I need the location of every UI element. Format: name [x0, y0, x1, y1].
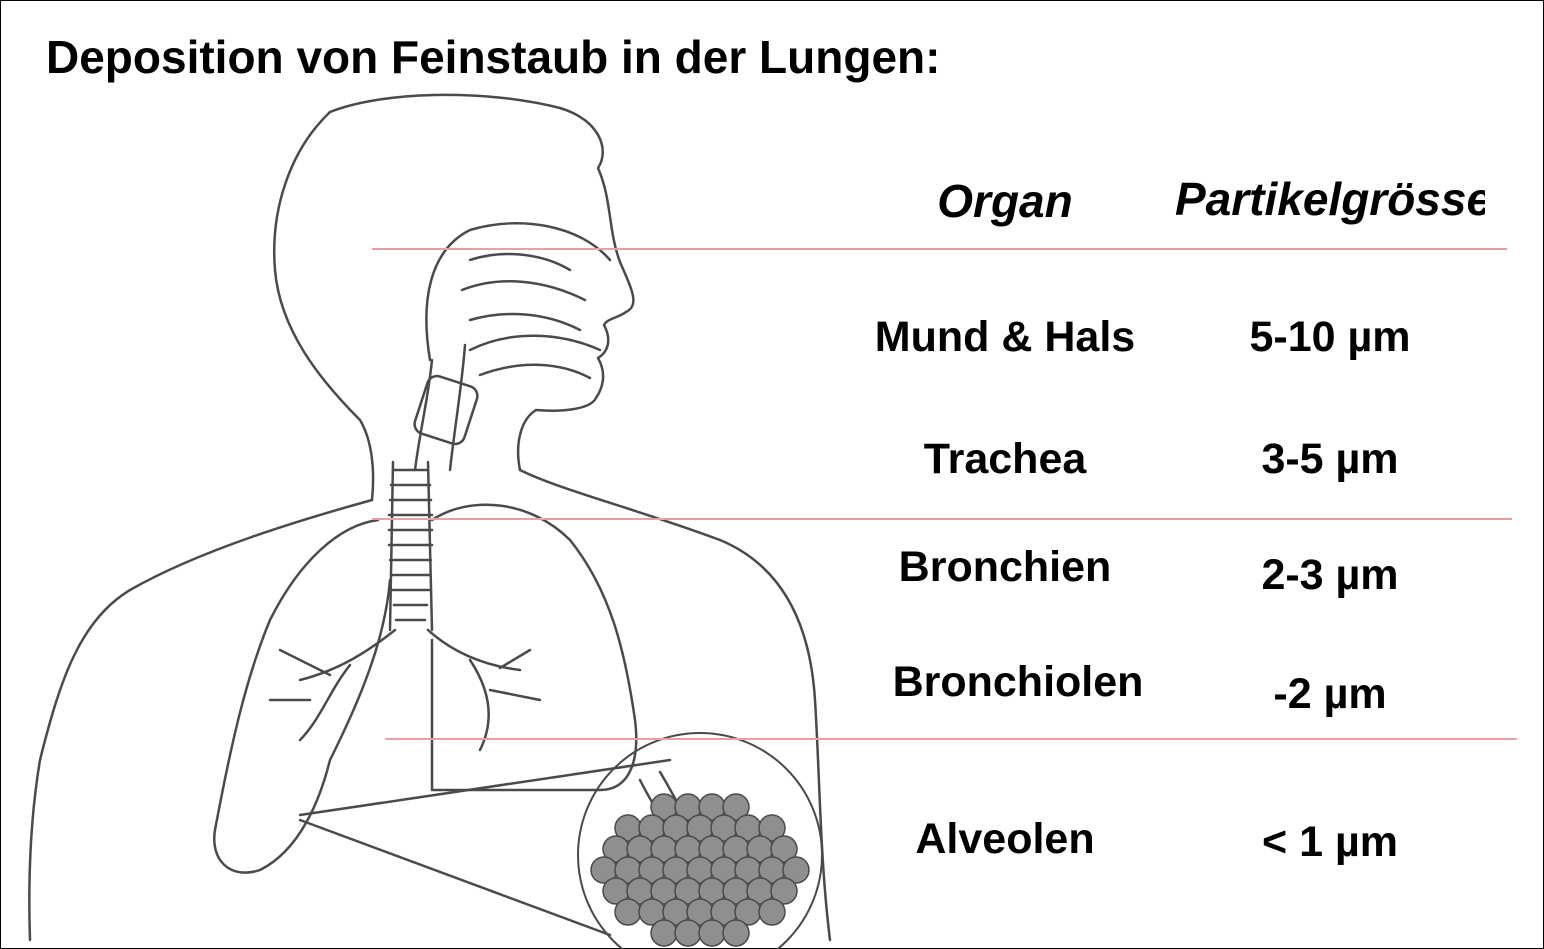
nasal-cavity	[426, 223, 610, 360]
oral-cavity	[470, 336, 600, 378]
alveolus	[615, 899, 641, 925]
trachea-rings	[389, 462, 432, 630]
size-alveolen: < 1 µm	[1175, 815, 1485, 871]
size-trachea: 3-5 µm	[1175, 432, 1485, 488]
divider-bottom	[385, 738, 1517, 740]
head-outline	[330, 95, 633, 470]
header-organ: Organ	[860, 172, 1150, 232]
zoom-line-bottom	[300, 820, 610, 935]
pharynx	[415, 345, 465, 470]
organ-trachea: Trachea	[860, 432, 1150, 488]
left-bronchus	[428, 630, 540, 750]
organ-bronchiolen: Bronchiolen	[868, 655, 1168, 711]
organ-mund-hals: Mund & Hals	[860, 310, 1150, 366]
alveoli-cluster	[591, 794, 809, 946]
back-of-head	[274, 112, 373, 500]
larynx	[412, 373, 480, 446]
size-bronchien: 2-3 µm	[1175, 548, 1485, 604]
organ-alveolen: Alveolen	[860, 812, 1150, 868]
divider-top	[372, 248, 1507, 250]
divider-middle	[372, 518, 1512, 520]
right-shoulder	[29, 500, 372, 940]
size-mund-hals: 5-10 µm	[1175, 310, 1485, 366]
alveolus	[759, 899, 785, 925]
size-bronchiolen: -2 µm	[1175, 667, 1485, 723]
alveolus	[723, 920, 749, 946]
alveolus	[675, 920, 701, 946]
alveolus	[699, 920, 725, 946]
left-lung	[432, 505, 636, 790]
organ-bronchien: Bronchien	[860, 540, 1150, 596]
alveolus	[651, 920, 677, 946]
